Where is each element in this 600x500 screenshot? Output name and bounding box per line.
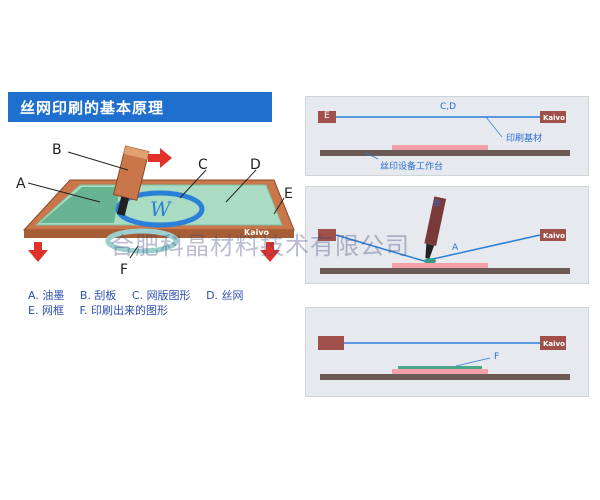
leader-d [225,169,257,203]
legend-item-c: C. 网版图形 [131,289,191,302]
leader-c [179,169,207,199]
legend-item-b: B. 刮板 [79,289,117,302]
p1-label-cd: C,D [440,102,457,112]
leader-substrate [485,116,503,138]
label-d: D [250,157,261,173]
p3-label-f: F [494,352,500,362]
leader-table [365,152,379,160]
p1-label-substrate: 印刷基材 [506,134,543,144]
leader-b [67,151,129,171]
legend-item-a: A. 油墨 [28,289,65,302]
legend-row-1: A. 油墨 B. 刮板 C. 网版图形 D. 丝网 [28,287,244,303]
label-e: E [284,186,293,202]
watermark-text: 合肥科晶材料技术有限公司 [110,232,410,260]
printed-layer [398,366,482,369]
move-right-arrow [148,148,172,168]
ink [40,187,120,223]
legend-row-2: E. 网框 F. 印刷出来的图形 [28,302,168,318]
p1-label-e: E [324,111,330,121]
worktable [320,374,570,380]
screen-printing-illustration: W Kaivo [22,145,295,262]
down-arrow-left [28,242,48,262]
substrate [392,145,488,150]
frame-brand: Kaivo [244,228,270,237]
process-panel-2: B A Kaivo [305,186,589,284]
label-a: A [16,176,26,192]
frame-block-left [318,229,336,241]
p1-label-table: 丝印设备工作台 [380,162,444,172]
leader-e [273,197,285,215]
substrate [392,369,488,374]
panel-3-drawing [318,336,570,380]
leader-f [129,245,139,259]
frame-block-right [540,111,566,123]
label-c: C [198,157,208,173]
frame-block-right [540,336,566,350]
label-b: B [52,142,62,158]
title-bar [8,92,272,122]
panel-2-drawing [318,196,570,274]
process-panel-3: F Kaivo [305,307,589,397]
frame-block-left [318,111,336,123]
squeegee [112,145,150,216]
pattern-ellipse [115,190,205,228]
ink-blob [424,258,436,264]
squeegee [424,196,447,259]
printed-pattern [105,228,179,254]
p2-brand: Kaivo [543,232,565,240]
frame-block-right [540,229,566,241]
p2-label-a: A [452,243,459,253]
frame-block-left [318,336,344,350]
legend-item-f: F. 印刷出来的图形 [79,304,169,317]
pattern-letter: W [150,197,172,221]
page-title: 丝网印刷的基本原理 [20,99,165,117]
process-panel-1: E C,D 印刷基材 丝印设备工作台 Kaivo [305,96,589,176]
p2-label-b: B [434,199,441,209]
legend-item-d: D. 丝网 [206,289,244,302]
p1-brand: Kaivo [543,114,565,122]
worktable [320,150,570,156]
worktable [320,268,570,274]
panel-1-drawing [318,111,570,160]
p3-brand: Kaivo [543,340,565,348]
legend-item-e: E. 网框 [28,304,64,317]
label-f: F [120,262,129,278]
leader-a [27,182,101,203]
down-arrow-right [260,242,280,262]
leader-f [455,357,491,367]
substrate [392,263,488,268]
